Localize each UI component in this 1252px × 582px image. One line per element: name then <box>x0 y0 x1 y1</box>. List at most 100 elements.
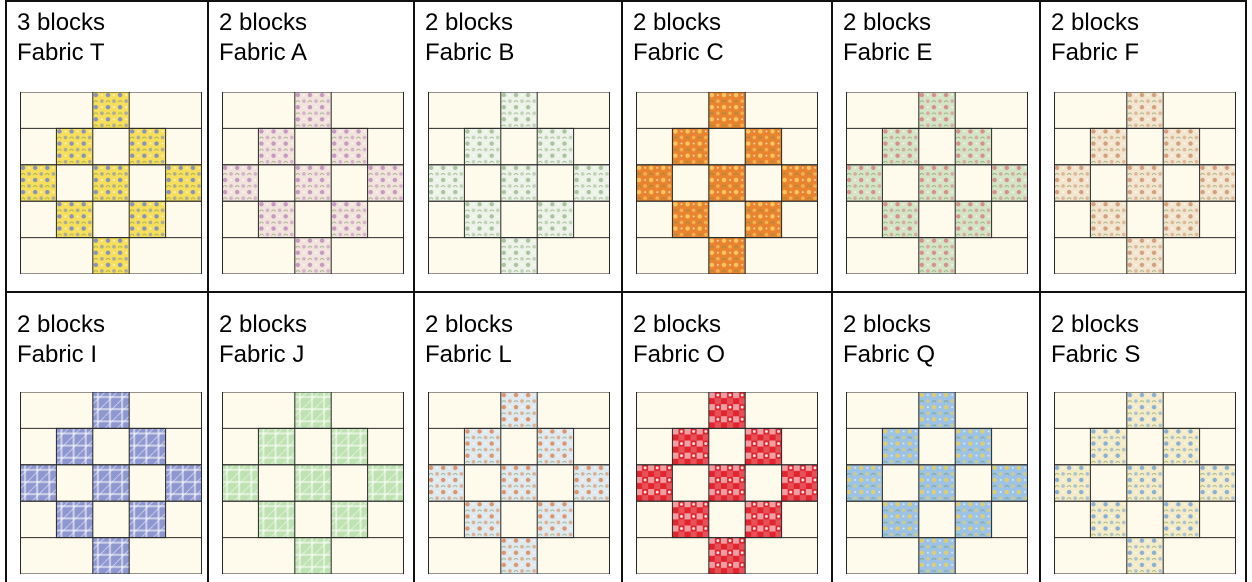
fabric-square <box>537 201 573 237</box>
block-count: 2 blocks <box>219 8 307 38</box>
block-count: 2 blocks <box>843 8 932 38</box>
fabric-name: Fabric S <box>1051 340 1140 370</box>
fabric-square <box>636 165 672 201</box>
fabric-square <box>672 428 708 464</box>
block-count: 2 blocks <box>1051 8 1139 38</box>
fabric-square <box>166 465 202 501</box>
fabric-square <box>1200 465 1236 501</box>
fabric-square <box>368 465 404 501</box>
fabric-square <box>1090 428 1126 464</box>
fabric-square <box>501 92 537 128</box>
fabric-square <box>93 92 129 128</box>
quilt-block-image <box>1054 392 1236 574</box>
fabric-square <box>882 128 918 164</box>
fabric-square <box>93 465 129 501</box>
fabric-square <box>56 201 92 237</box>
fabric-name: Fabric A <box>219 38 307 68</box>
fabric-square <box>20 165 56 201</box>
fabric-square <box>882 501 918 537</box>
fabric-square <box>745 428 781 464</box>
block-count: 2 blocks <box>843 310 935 340</box>
fabric-square <box>919 165 955 201</box>
fabric-square <box>745 201 781 237</box>
quilt-block-image <box>846 92 1028 274</box>
fabric-square <box>574 465 610 501</box>
fabric-square <box>919 238 955 274</box>
fabric-square <box>295 465 331 501</box>
fabric-name: Fabric C <box>633 38 724 68</box>
block-count: 2 blocks <box>219 310 307 340</box>
fabric-square <box>222 165 258 201</box>
fabric-square <box>709 165 745 201</box>
fabric-square <box>464 128 500 164</box>
table-divider <box>5 0 1247 2</box>
fabric-square <box>1090 501 1126 537</box>
fabric-square <box>782 165 818 201</box>
fabric-square <box>537 428 573 464</box>
fabric-square <box>222 465 258 501</box>
fabric-square <box>919 92 955 128</box>
fabric-square <box>955 201 991 237</box>
fabric-square <box>258 201 294 237</box>
fabric-square <box>464 428 500 464</box>
fabric-square <box>537 501 573 537</box>
fabric-square <box>1163 428 1199 464</box>
fabric-square <box>56 501 92 537</box>
fabric-square <box>1127 392 1163 428</box>
fabric-name: Fabric T <box>17 38 105 68</box>
fabric-square <box>709 92 745 128</box>
fabric-square <box>166 165 202 201</box>
fabric-name: Fabric O <box>633 340 725 370</box>
fabric-square <box>331 128 367 164</box>
fabric-square <box>368 165 404 201</box>
fabric-square <box>295 538 331 574</box>
fabric-square <box>846 165 882 201</box>
fabric-name: Fabric E <box>843 38 932 68</box>
quilt-block-image <box>636 92 818 274</box>
fabric-square <box>745 128 781 164</box>
fabric-name: Fabric I <box>17 340 105 370</box>
block-count: 2 blocks <box>1051 310 1140 340</box>
fabric-square <box>537 128 573 164</box>
fabric-square <box>919 392 955 428</box>
fabric-square <box>428 465 464 501</box>
fabric-square <box>93 165 129 201</box>
fabric-square <box>1127 165 1163 201</box>
fabric-square <box>331 201 367 237</box>
fabric-square <box>1127 538 1163 574</box>
fabric-square <box>919 538 955 574</box>
fabric-square <box>501 392 537 428</box>
fabric-name: Fabric L <box>425 340 513 370</box>
fabric-square <box>1127 238 1163 274</box>
block-count: 2 blocks <box>633 310 725 340</box>
fabric-square <box>501 538 537 574</box>
fabric-square <box>846 465 882 501</box>
fabric-square <box>636 465 672 501</box>
fabric-name: Fabric F <box>1051 38 1139 68</box>
quilt-block-image <box>20 92 202 274</box>
quilt-block-image <box>636 392 818 574</box>
fabric-square <box>129 201 165 237</box>
fabric-square <box>709 238 745 274</box>
fabric-square <box>258 428 294 464</box>
fabric-square <box>295 92 331 128</box>
fabric-square <box>501 165 537 201</box>
